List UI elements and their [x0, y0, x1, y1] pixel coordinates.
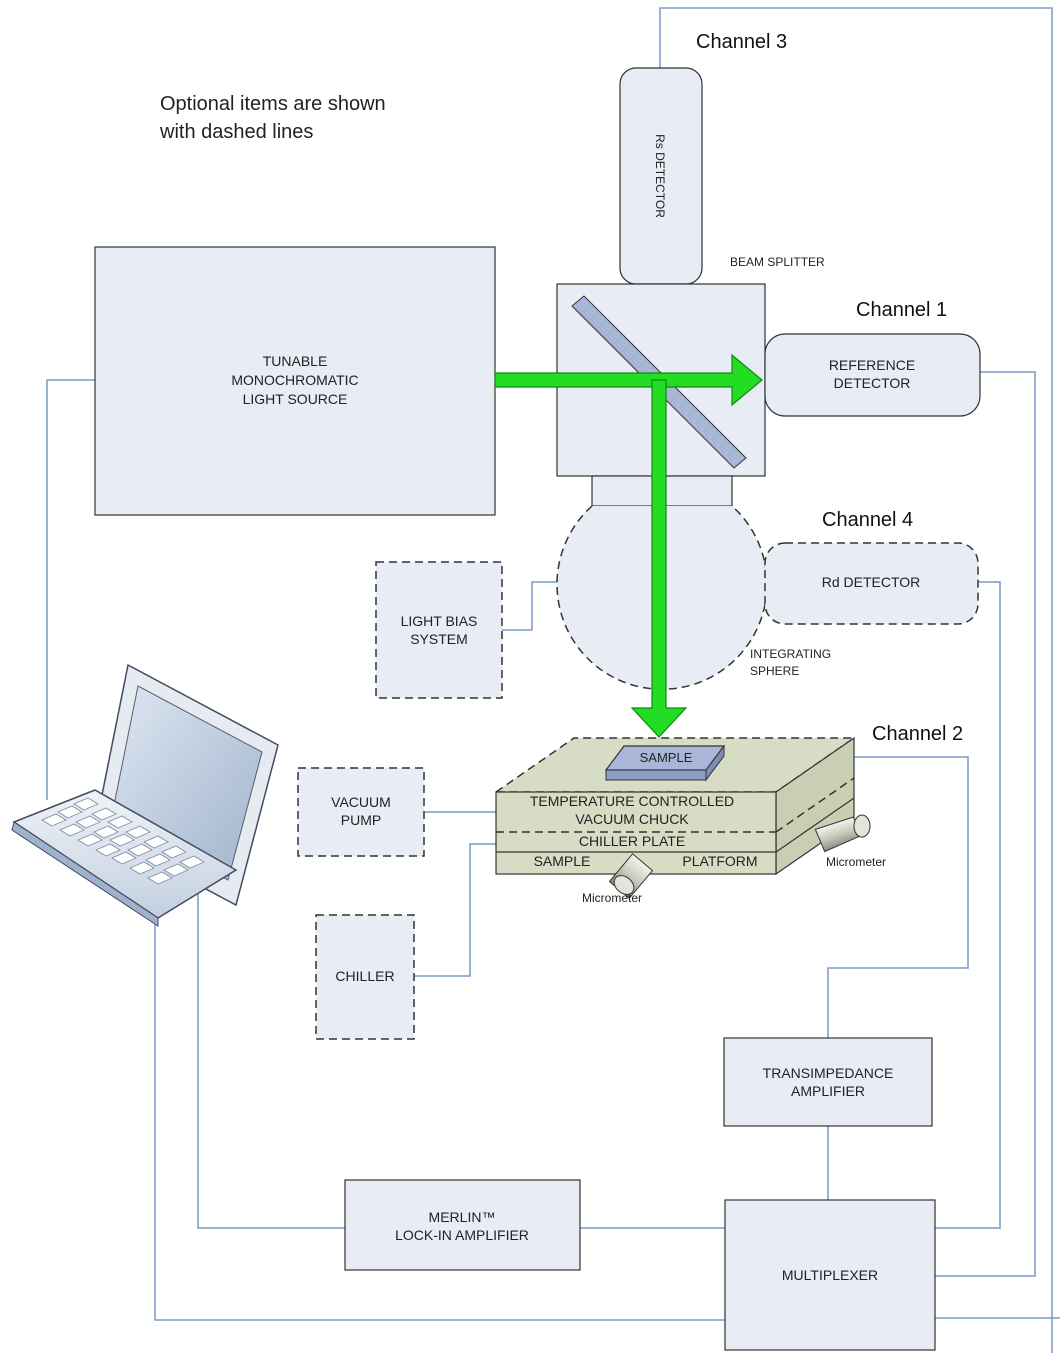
laptop-computer: [11, 663, 279, 927]
rd-detector-label: Rd DETECTOR: [822, 574, 921, 590]
light-source-box: TUNABLE MONOCHROMATIC LIGHT SOURCE: [94, 246, 496, 516]
wire-bias-sphere: [502, 581, 560, 631]
chiller-plate-label: CHILLER PLATE: [579, 833, 685, 849]
channel-1-label: Channel 1: [856, 299, 947, 321]
light-beam: [494, 353, 763, 738]
merlin-lock-in-amplifier: MERLIN™ LOCK-IN AMPLIFIER: [344, 1179, 581, 1271]
sample-front: [605, 769, 707, 781]
channel-2-label: Channel 2: [872, 723, 963, 745]
micrometer-right-label: Micrometer: [826, 855, 886, 869]
merlin-line-2: LOCK-IN AMPLIFIER: [395, 1227, 529, 1243]
integrating-sphere-line-1: INTEGRATING: [750, 647, 831, 661]
beam-splitter-label: BEAM SPLITTER: [730, 255, 825, 269]
vacuum-pump-line-2: PUMP: [341, 812, 381, 828]
chuck-line-2: VACUUM CHUCK: [575, 811, 689, 827]
sample-stage: SAMPLE TEMPERATURE CONTROLLED VACUUM CHU…: [493, 736, 886, 905]
rd-detector: Rd DETECTOR: [764, 542, 979, 625]
vacuum-pump: VACUUM PUMP: [297, 767, 425, 857]
beam-horizontal-arrow: [494, 353, 763, 407]
beam-vertical-arrow: [630, 379, 688, 738]
integrating-sphere-line-2: SPHERE: [750, 664, 799, 678]
wire-rs-detector: [659, 7, 1053, 1353]
signal-wires: [46, 7, 1060, 1353]
light-bias-line-2: SYSTEM: [410, 631, 468, 647]
sample-side: [705, 744, 725, 782]
wire-sample: [710, 756, 969, 1038]
note-line-1: Optional items are shown: [160, 93, 386, 115]
chiller-label: CHILLER: [335, 968, 394, 984]
micrometer-front-label: Micrometer: [582, 891, 642, 905]
transimpedance-line-1: TRANSIMPEDANCE: [763, 1065, 894, 1081]
platform-label-left: SAMPLE: [534, 853, 591, 869]
multiplexer: MULTIPLEXER: [724, 1199, 936, 1351]
transimpedance-line-2: AMPLIFIER: [791, 1083, 865, 1099]
laptop-keyboard: [41, 797, 205, 885]
light-bias-line-1: LIGHT BIAS: [401, 613, 478, 629]
multiplexer-label: MULTIPLEXER: [782, 1267, 878, 1283]
platform-label-right: PLATFORM: [682, 853, 757, 869]
wire-laptop-mux: [154, 910, 725, 1321]
light-source-line-2: MONOCHROMATIC: [231, 372, 358, 388]
wire-source-laptop: [46, 379, 95, 800]
wire-rd-detector: [935, 581, 1001, 1229]
reference-detector-line-2: DETECTOR: [834, 375, 911, 391]
channel-3-label: Channel 3: [696, 31, 787, 53]
channel-4-label: Channel 4: [822, 509, 913, 531]
light-bias-system: LIGHT BIAS SYSTEM: [375, 561, 503, 699]
light-source-line-1: TUNABLE: [263, 353, 328, 369]
light-source-line-3: LIGHT SOURCE: [243, 391, 348, 407]
transimpedance-amplifier: TRANSIMPEDANCE AMPLIFIER: [723, 1037, 933, 1127]
reference-detector: REFERENCE DETECTOR: [764, 333, 981, 417]
sample-label: SAMPLE: [640, 750, 693, 765]
rs-detector: Rs DETECTOR: [619, 67, 703, 285]
micrometer-front: Micrometer: [582, 853, 654, 905]
chuck-line-1: TEMPERATURE CONTROLLED: [530, 793, 734, 809]
vacuum-pump-line-1: VACUUM: [331, 794, 391, 810]
wire-chiller-plate: [414, 843, 496, 977]
merlin-line-1: MERLIN™: [429, 1209, 496, 1225]
micrometer-right: Micrometer: [814, 814, 886, 869]
reference-detector-line-1: REFERENCE: [829, 357, 915, 373]
rs-detector-label: Rs DETECTOR: [653, 134, 667, 218]
chiller: CHILLER: [315, 914, 415, 1040]
wire-laptop-merlin: [197, 892, 345, 1229]
wire-reference-detector: [935, 371, 1036, 1277]
note-line-2: with dashed lines: [159, 121, 313, 143]
